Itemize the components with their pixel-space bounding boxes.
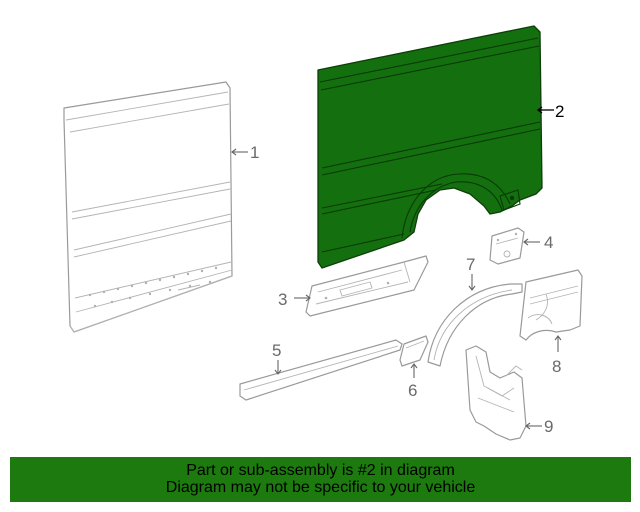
callout-8: 8	[552, 335, 561, 376]
callout-2-label: 2	[555, 102, 564, 121]
callout-6: 6	[408, 363, 417, 400]
callout-9: 9	[525, 417, 553, 436]
callout-7: 7	[466, 255, 475, 291]
part-9-mud-flap[interactable]	[465, 345, 527, 441]
part-1-inner-panel[interactable]	[63, 81, 233, 333]
part-7-wheel-arch-molding[interactable]	[427, 283, 523, 367]
callout-4: 4	[523, 233, 553, 252]
callout-9-label: 9	[544, 417, 553, 436]
part-8-corner-cap[interactable]	[519, 269, 583, 341]
part-3-reinforcement[interactable]	[305, 255, 429, 317]
part-4-bracket[interactable]	[489, 227, 525, 265]
callout-4-label: 4	[544, 233, 553, 252]
callout-5-label: 5	[272, 341, 281, 360]
callout-7-label: 7	[466, 255, 475, 274]
callout-8-label: 8	[552, 357, 561, 376]
part-6-trim-piece[interactable]	[399, 335, 429, 367]
callout-1-label: 1	[250, 143, 259, 162]
callout-3: 3	[278, 290, 311, 309]
callout-3-label: 3	[278, 290, 287, 309]
callout-5: 5	[272, 341, 281, 375]
banner-line-1: Part or sub-assembly is #2 in diagram	[186, 462, 455, 479]
part-5-molding[interactable]	[239, 339, 403, 401]
callout-6-label: 6	[408, 381, 417, 400]
callout-1: 1	[231, 143, 259, 162]
part-2-outer-side-panel[interactable]	[317, 25, 543, 269]
banner-line-2: Diagram may not be specific to your vehi…	[165, 479, 476, 496]
parts-diagram: 1 2 3	[63, 25, 583, 441]
notice-banner: Part or sub-assembly is #2 in diagram Di…	[10, 457, 631, 502]
callout-2: 2	[536, 102, 564, 121]
